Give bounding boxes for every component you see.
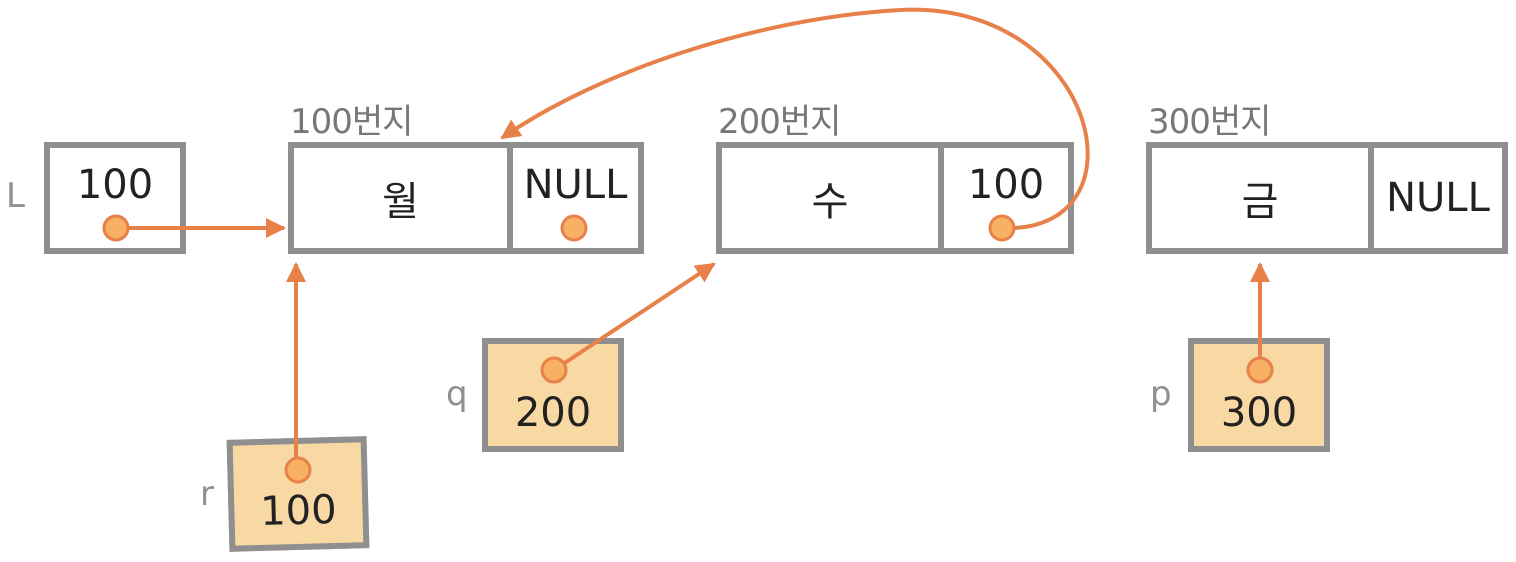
node-3: 금 NULL bbox=[1146, 142, 1508, 254]
pointer-q-value: 200 bbox=[514, 390, 592, 436]
pointer-p-name: p bbox=[1150, 374, 1172, 414]
node-3-data: 금 bbox=[1152, 148, 1374, 248]
pointer-p-box: 300 bbox=[1188, 338, 1330, 452]
pointer-p-value: 300 bbox=[1220, 390, 1298, 436]
node-1-address: 100번지 bbox=[290, 102, 413, 142]
node-1-data: 월 bbox=[294, 148, 513, 248]
pointer-r-value: 100 bbox=[259, 487, 338, 535]
node-2: 수 100 bbox=[716, 142, 1074, 254]
node-3-link: NULL bbox=[1386, 175, 1490, 221]
node-1-link: NULL bbox=[523, 162, 628, 208]
node-3-address: 300번지 bbox=[1148, 102, 1271, 142]
head-pointer-box: 100 bbox=[44, 142, 186, 254]
head-pointer-value: 100 bbox=[76, 162, 154, 208]
node-2-data: 수 bbox=[722, 148, 944, 248]
node-1: 월 NULL bbox=[288, 142, 644, 254]
head-pointer-name: L bbox=[6, 176, 25, 216]
node-2-address: 200번지 bbox=[718, 102, 841, 142]
pointer-r-name: r bbox=[200, 474, 214, 514]
pointer-q-name: q bbox=[446, 374, 468, 414]
pointer-q-box: 200 bbox=[482, 338, 624, 452]
node-2-link: 100 bbox=[967, 162, 1045, 208]
pointer-r-box: 100 bbox=[226, 436, 370, 552]
